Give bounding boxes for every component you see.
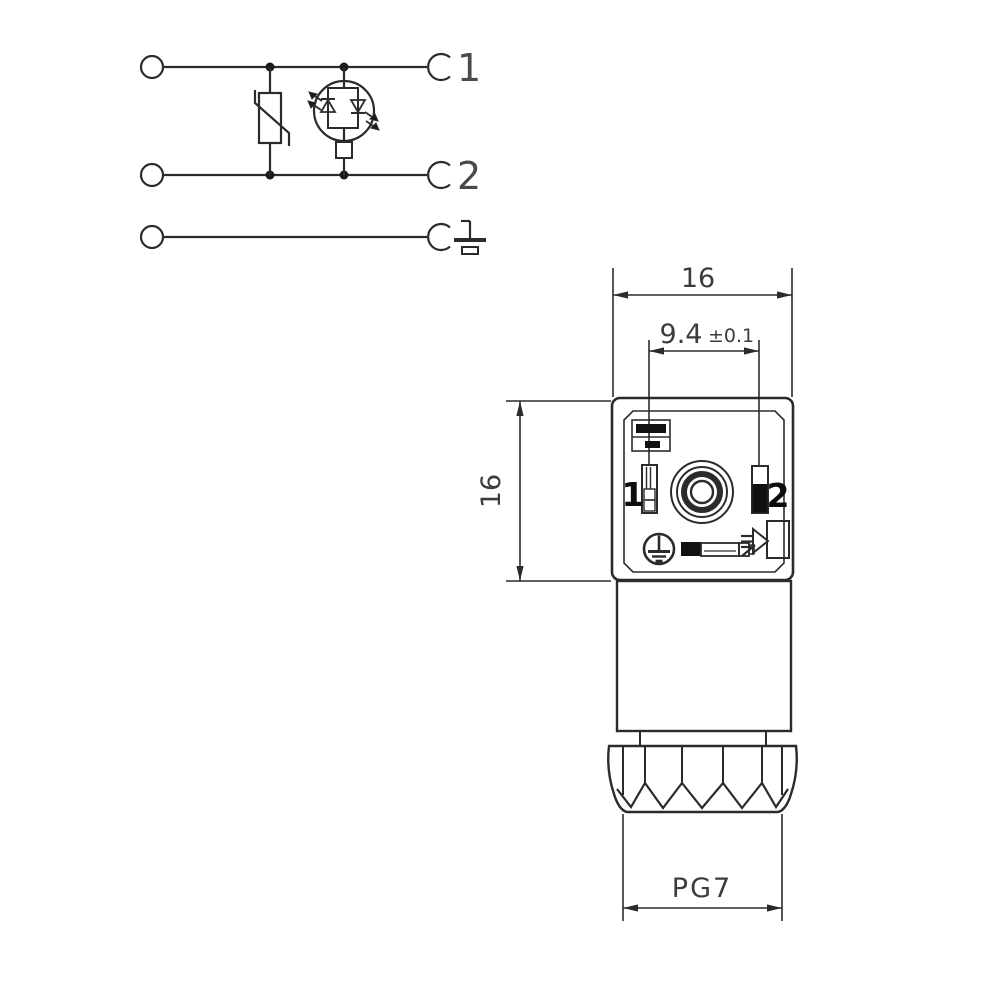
- dim-top-width-text: 16: [681, 263, 715, 294]
- cable-entry-arrow-icon: [741, 526, 770, 557]
- varistor-icon: [253, 67, 291, 175]
- face-pin2-label: 2: [767, 476, 790, 515]
- resistor-icon: [335, 141, 353, 159]
- terminal-circle-3: [139, 224, 165, 250]
- socket-contact-arc-2: [427, 160, 451, 190]
- connector-dimension-drawing: 16 9.4 ±0.1 16: [476, 263, 798, 921]
- gland-teeth: [616, 780, 789, 810]
- led-indicator-icon: [307, 67, 380, 175]
- connector-face: 1 2: [610, 396, 795, 582]
- arrowhead: [623, 904, 638, 912]
- arrowhead: [649, 347, 664, 355]
- pin2-slot: [751, 465, 769, 514]
- schematic-pin1-label: 1: [457, 46, 481, 90]
- dim-side-height-text: 16: [476, 474, 507, 508]
- dim-pin-spacing-tolerance: ±0.1: [708, 325, 754, 347]
- keyway-notch: [766, 520, 790, 559]
- dim-pin-spacing-value: 9.4: [660, 319, 703, 350]
- socket-contact-arc-3: [427, 222, 451, 252]
- dim-pin-spacing: 9.4 ±0.1: [648, 319, 760, 465]
- arrowhead: [777, 291, 792, 299]
- socket-contact-arc-1: [427, 52, 451, 82]
- protective-earth-icon: [642, 532, 676, 566]
- logo-plate: [631, 419, 671, 452]
- gland-nut: [607, 744, 798, 814]
- arrowhead: [516, 401, 524, 416]
- dim-cable-gland-text: PG7: [672, 873, 732, 904]
- center-bore: [670, 460, 734, 524]
- connector-body: [615, 579, 793, 733]
- arrowhead: [767, 904, 782, 912]
- earth-ground-icon: [454, 219, 486, 255]
- terminal-circle-1: [139, 54, 165, 80]
- face-pin1-label: 1: [622, 475, 645, 514]
- circuit-schematic: 1 2: [139, 46, 486, 255]
- arrowhead: [516, 566, 524, 581]
- terminal-circle-2: [139, 162, 165, 188]
- arrowhead: [613, 291, 628, 299]
- face-inner-outline: [623, 410, 785, 573]
- pin1-slot: [641, 464, 658, 514]
- logo-mark-bottom: [645, 441, 660, 448]
- arrowhead: [744, 347, 759, 355]
- dim-side-height: 16: [476, 400, 611, 582]
- logo-mark-top: [636, 424, 666, 433]
- dim-top-width: 16: [612, 263, 793, 397]
- dim-cable-gland: PG7: [622, 814, 783, 921]
- schematic-pin2-label: 2: [457, 154, 481, 198]
